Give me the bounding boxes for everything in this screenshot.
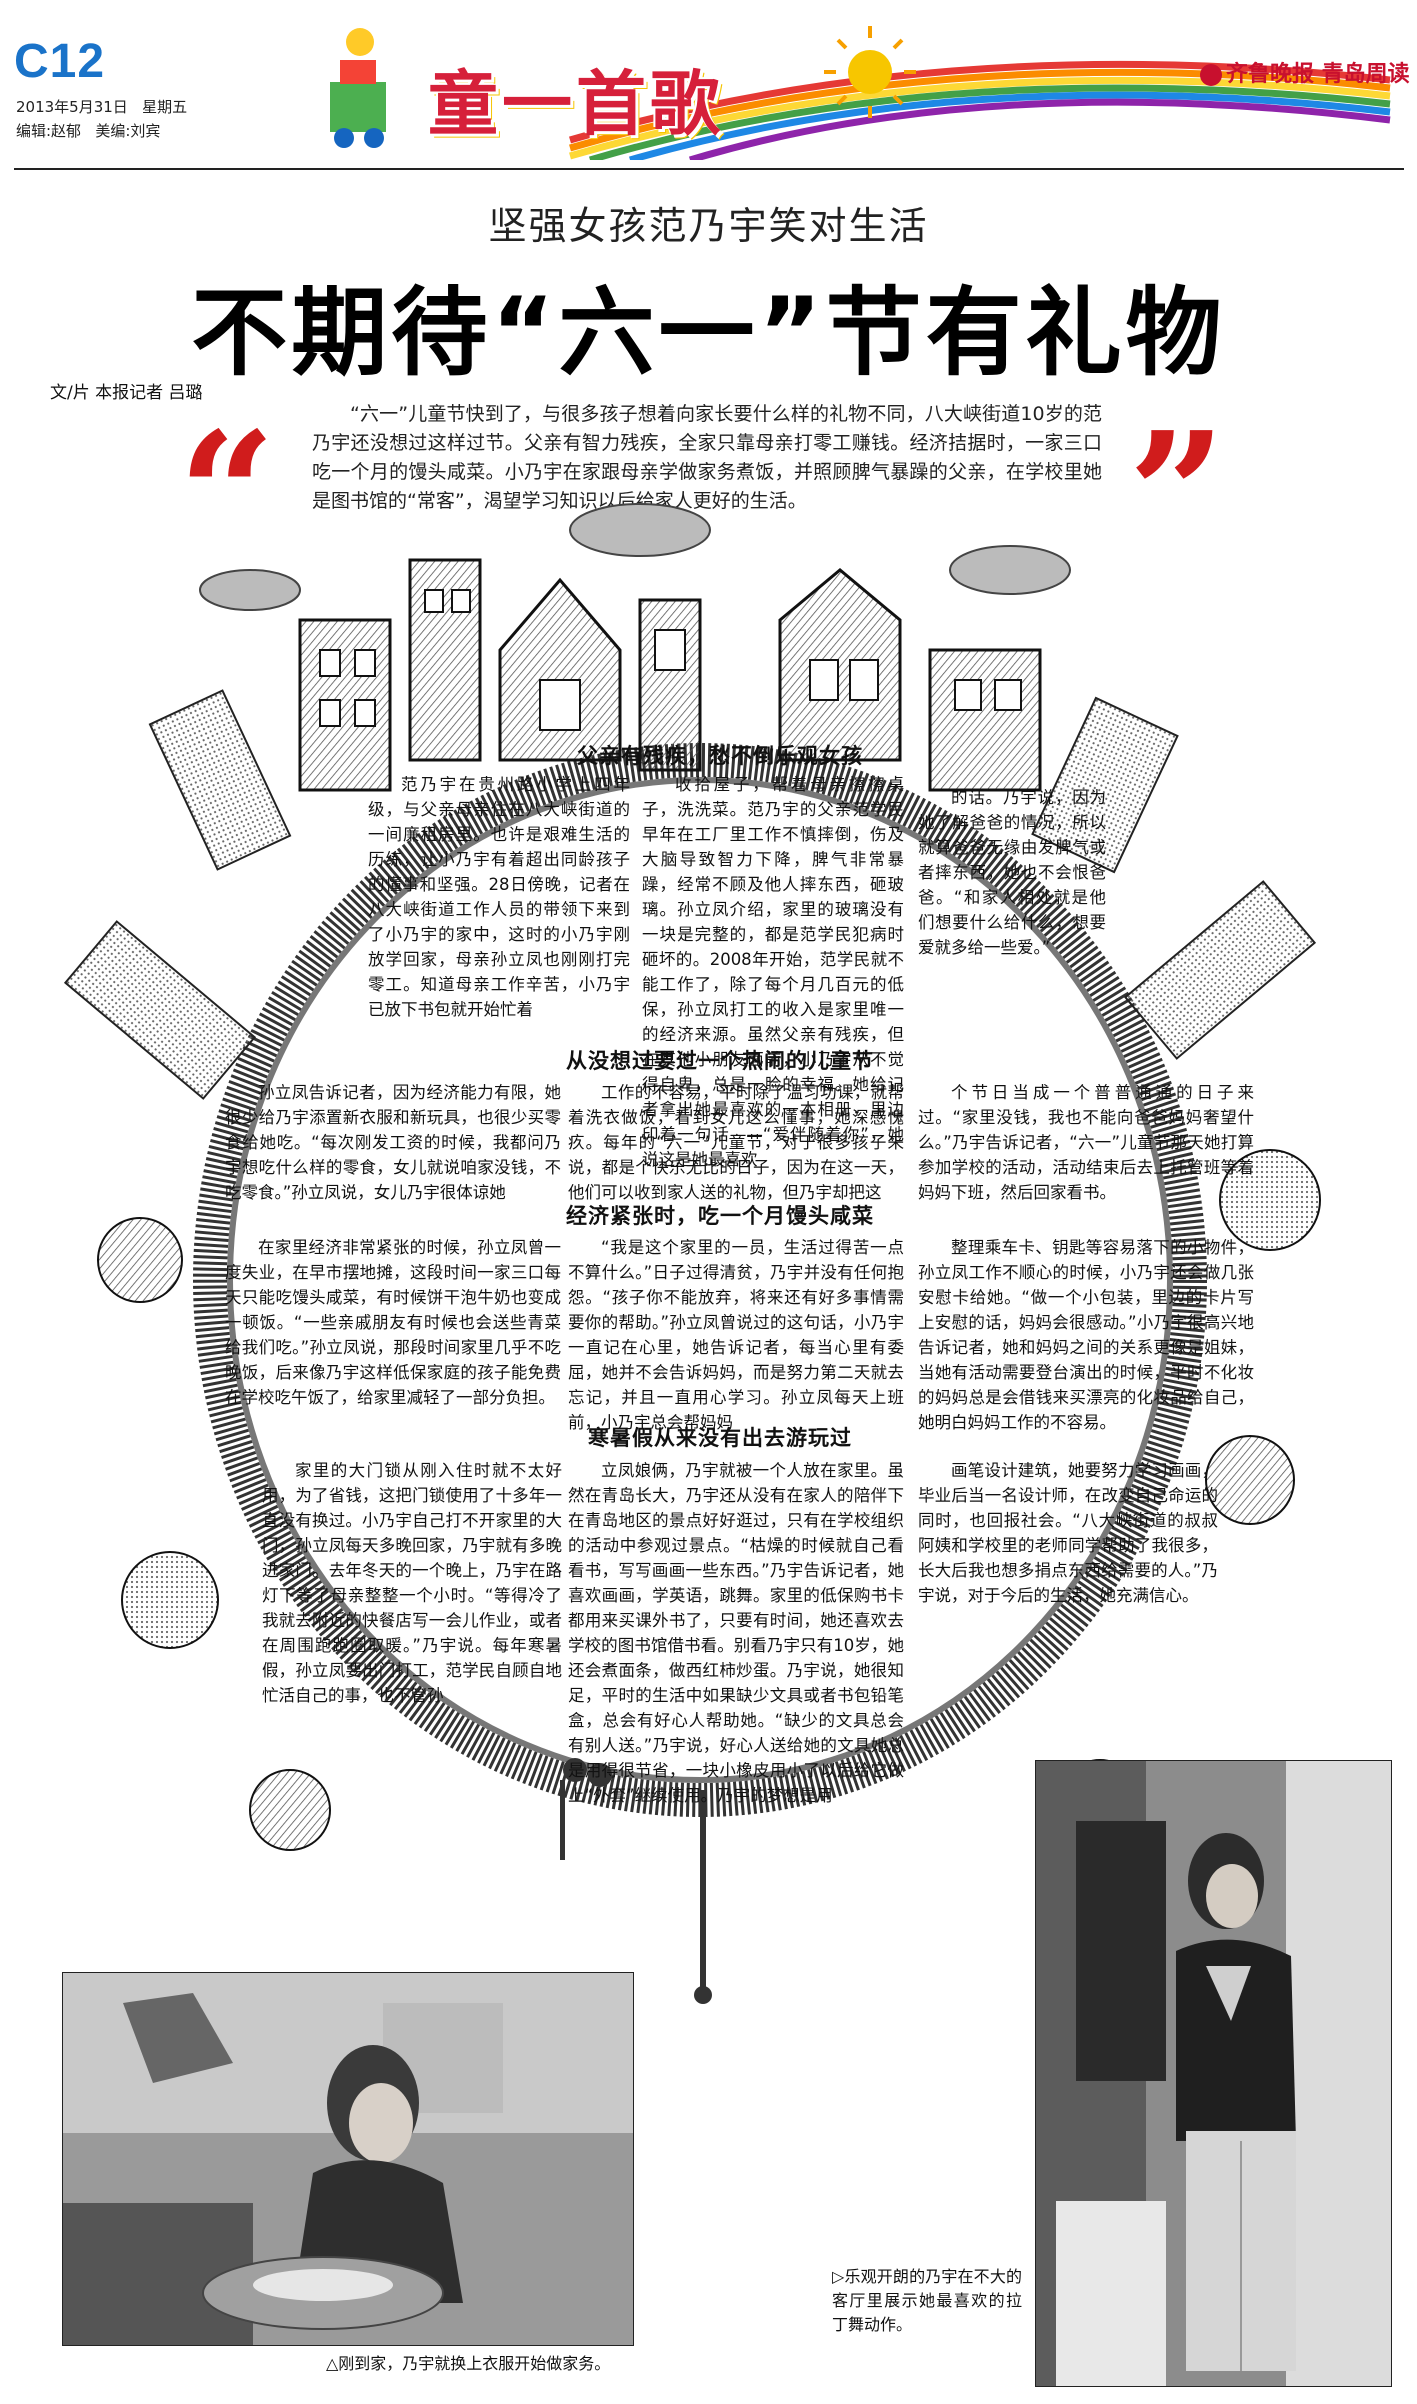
- close-quote-mark: ”: [1128, 395, 1226, 595]
- sun-icon: [824, 26, 916, 118]
- section-heading-3: 经济紧张时，吃一个月馒头咸菜: [566, 1204, 874, 1228]
- section-3-col-3: 整理乘车卡、钥匙等容易落下的小物件，孙立凤工作不顺心的时候，小乃宇还会做几张安慰…: [918, 1238, 1254, 1432]
- photo-right-caption: ▷乐观开朗的乃宇在不大的客厅里展示她最喜欢的拉丁舞动作。: [832, 2267, 1022, 2334]
- designer: 美编:刘宾: [95, 122, 161, 140]
- section-1-col-1: 范乃宇在贵州路小学上四年级，与父亲母亲住在八大峡街道的一间廉租房里。也许是艰难生…: [368, 775, 630, 1019]
- section-1-col-3: 的话。乃宇说，因为她了解爸爸的情况，所以就算爸爸无缘由发脾气或者摔东西，她也不会…: [918, 788, 1106, 957]
- editor: 编辑:赵郁: [16, 122, 82, 140]
- section-2-col-2: 工作的不容易，平时除了温习功课，就帮着洗衣做饭，看到女儿这么懂事，她深感愧疚。每…: [568, 1083, 904, 1202]
- page-number: C12: [14, 35, 106, 88]
- photo-latin-dance: [1035, 1760, 1392, 2387]
- newspaper-brand: 齐鲁晚报 青岛周读: [1200, 56, 1410, 88]
- brand-logo-icon: [1200, 64, 1222, 86]
- photo-left-caption: △刚到家，乃宇就换上衣服开始做家务。: [326, 2354, 611, 2373]
- brand-name: 齐鲁晚报 青岛周读: [1226, 61, 1410, 87]
- issue-weekday: 星期五: [142, 98, 188, 116]
- byline: 文/片 本报记者 吕璐: [50, 383, 203, 403]
- section-2-col-1: 孙立凤告诉记者，因为经济能力有限，她很少给乃宇添置新衣服和新玩具，也很少买零食给…: [225, 1083, 561, 1202]
- section-4-col-3: 画笔设计建筑，她要努力学习画画，毕业后当一名设计师，在改变自己命运的同时，也回报…: [918, 1461, 1218, 1605]
- section-2-col-3: 个节日当成一个普普通通的日子来过。“家里没钱，我也不能向爸爸妈妈奢望什么。”乃宇…: [918, 1083, 1254, 1202]
- lead-paragraph: “六一”儿童节快到了，与很多孩子想着向家长要什么样的礼物不同，八大峡街道10岁的…: [312, 403, 1102, 512]
- open-quote-mark: “: [178, 395, 276, 595]
- section-3-col-2: “我是这个家里的一员，生活过得苦一点不算什么。”日子过得清贫，乃宇并没有任何抱怨…: [568, 1238, 904, 1432]
- editor-line: 编辑:赵郁 美编:刘宾: [16, 120, 160, 141]
- section-3-col-1: 在家里经济非常紧张的时候，孙立凤曾一度失业，在早市摆地摊，这段时间一家三口每天只…: [225, 1238, 561, 1407]
- section-4-col-2: 立凤娘俩，乃宇就被一个人放在家里。虽然在青岛长大，乃宇还从没有在家人的陪伴下在青…: [568, 1461, 904, 1805]
- photo-doing-housework-image: [63, 1973, 633, 2345]
- issue-date-line: 2013年5月31日 星期五: [16, 96, 187, 117]
- headline: 不期待“六一”节有礼物: [191, 277, 1226, 389]
- photo-doing-housework: [62, 1972, 634, 2346]
- section-heading-2: 从没想过要过一个热闹的儿童节: [566, 1049, 874, 1073]
- subheadline: 坚强女孩范乃宇笑对生活: [488, 204, 929, 248]
- header-rule: [14, 168, 1404, 170]
- column-title: 童一首歌: [428, 62, 724, 145]
- section-4-col-1: 家里的大门锁从刚入住时就不太好用，为了省钱，这把门锁使用了十多年一直没有换过。小…: [262, 1461, 562, 1705]
- toy-icon: [330, 28, 386, 148]
- town-circle-illustration: [63, 503, 1321, 2004]
- section-heading-4: 寒暑假从来没有出去游玩过: [588, 1426, 852, 1450]
- column-banner-graphic: [330, 26, 1391, 160]
- section-1-col-2: 收拾屋子，帮着母亲擦擦桌子，洗洗菜。范乃宇的父亲范学民早年在工厂里工作不慎摔倒，…: [642, 775, 904, 1169]
- photo-latin-dance-image: [1036, 1761, 1391, 2386]
- issue-date: 2013年5月31日: [16, 98, 128, 116]
- section-heading-1: 父亲有残疾，愁不倒乐观女孩: [577, 744, 863, 768]
